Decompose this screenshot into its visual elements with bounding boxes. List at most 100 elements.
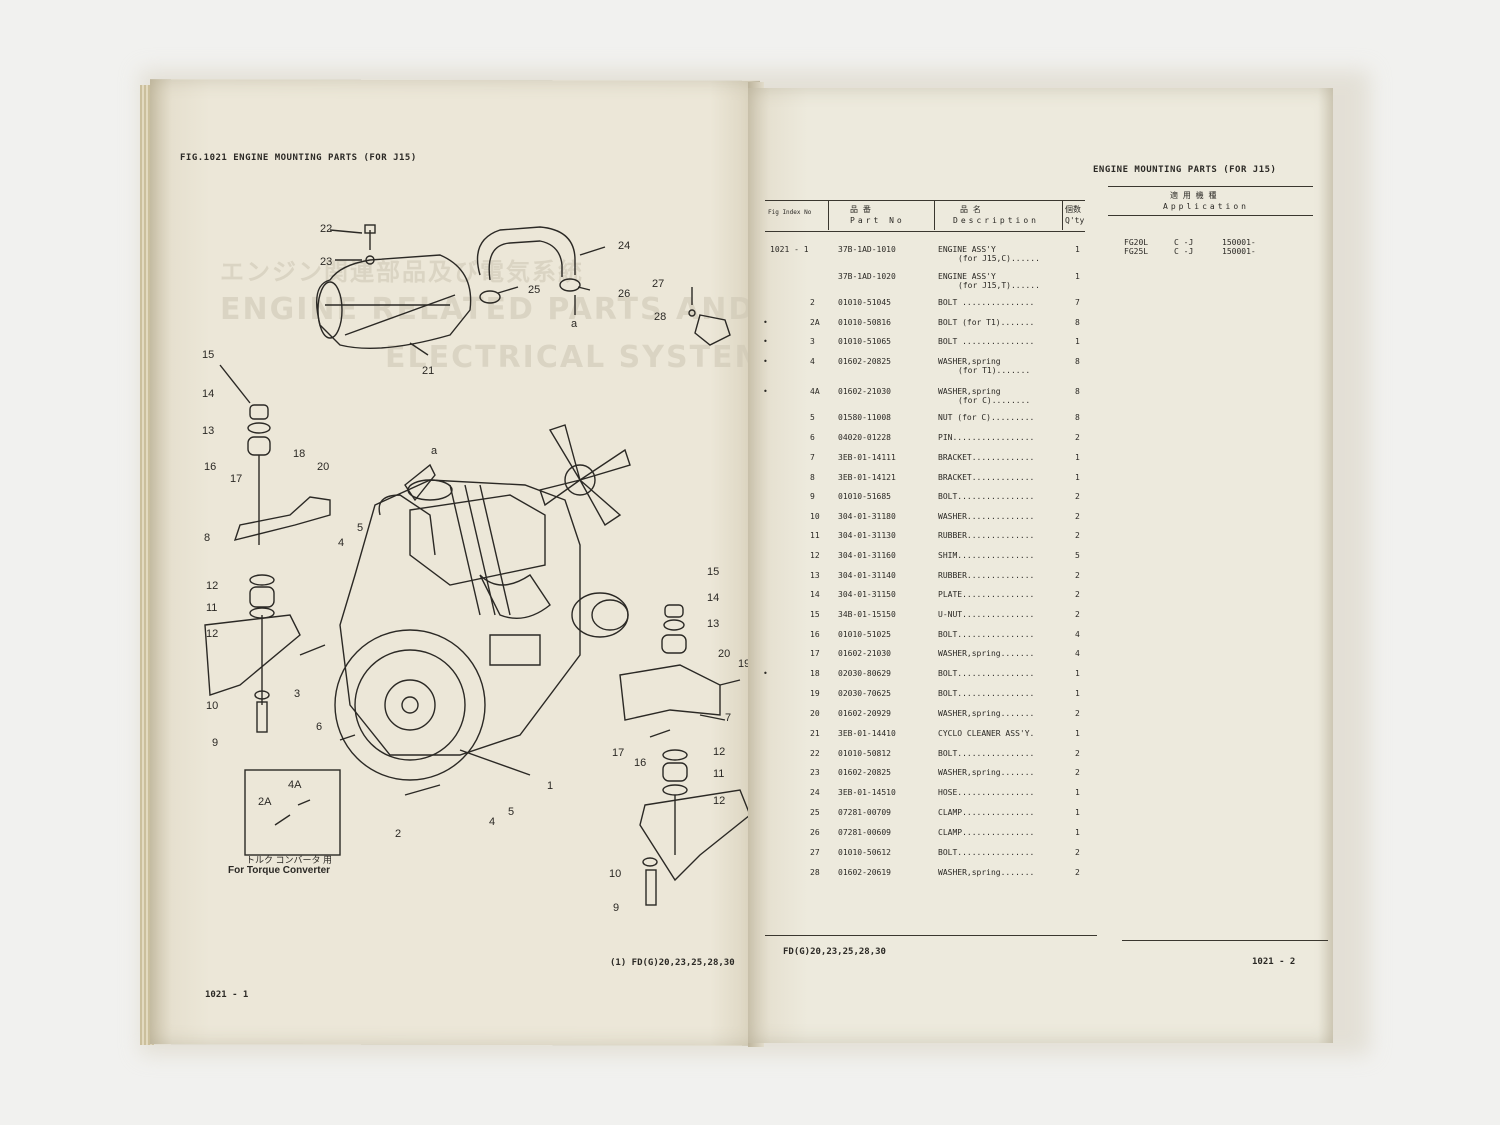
callout-17-left: 17: [230, 473, 243, 485]
app-code: C -J: [1174, 247, 1194, 256]
row-part-number: 01602-21030: [838, 649, 891, 658]
callout-10-right: 10: [609, 868, 622, 880]
row-part-number: 01602-21030: [838, 387, 891, 396]
row-description: PLATE...............: [938, 590, 1035, 599]
callout-14-right: 14: [707, 592, 720, 604]
callout-25: 25: [528, 284, 541, 296]
row-quantity: 1: [1075, 453, 1080, 462]
row-part-number: 3EB-01-14111: [838, 453, 896, 462]
row-bullet: •: [763, 387, 768, 396]
row-index: 12: [810, 551, 820, 560]
row-quantity: 1: [1075, 272, 1080, 281]
row-quantity: 2: [1075, 531, 1080, 540]
application-header: 適 用 機 種 Application: [1108, 186, 1313, 216]
application-bottom-rule: [1122, 940, 1328, 941]
callout-13-right: 13: [707, 618, 720, 630]
row-part-number: 07281-00709: [838, 808, 891, 817]
row-quantity: 2: [1075, 433, 1080, 442]
row-quantity: 1: [1075, 337, 1080, 346]
row-bullet: •: [763, 669, 768, 678]
row-quantity: 1: [1075, 828, 1080, 837]
callout-2a: 2A: [258, 796, 272, 808]
row-part-number: 01010-51045: [838, 298, 891, 307]
callout-11-left: 11: [206, 602, 218, 614]
callout-8: 8: [204, 532, 211, 544]
row-quantity: 2: [1075, 610, 1080, 619]
callout-18: 18: [293, 448, 306, 460]
col-fig-index: Fig Index No: [768, 209, 812, 216]
row-description: BOLT ...............: [938, 298, 1035, 307]
row-quantity: 2: [1075, 749, 1080, 758]
callout-26: 26: [618, 288, 631, 300]
app-serial: 150001-: [1222, 238, 1256, 247]
row-part-number: 02030-80629: [838, 669, 891, 678]
row-part-number: 304-01-31130: [838, 531, 896, 540]
row-index: 4: [810, 357, 815, 366]
row-index: 28: [810, 868, 820, 877]
row-description: ENGINE ASS'Y: [938, 245, 996, 254]
row-part-number: 3EB-01-14410: [838, 729, 896, 738]
row-description-cont: (for J15,T)......: [958, 281, 1040, 290]
row-quantity: 1: [1075, 669, 1080, 678]
parts-table-header: Fig Index No 品 番 Part No 品 名 Description…: [765, 200, 1085, 232]
row-description: HOSE................: [938, 788, 1035, 797]
callout-6: 6: [316, 721, 323, 733]
row-quantity: 8: [1075, 318, 1080, 327]
row-index: 5: [810, 413, 815, 422]
col-description-jp: 品 名: [960, 205, 981, 214]
row-part-number: 37B-1AD-1020: [838, 272, 896, 281]
app-code: C -J: [1174, 238, 1194, 247]
row-quantity: 8: [1075, 413, 1080, 422]
col-part-no: Part No: [850, 216, 905, 225]
callout-23: 23: [320, 256, 333, 268]
app-serial: 150001-: [1222, 247, 1256, 256]
col-qty-jp: 個数: [1065, 205, 1081, 214]
inset-caption: For Torque Converter: [228, 865, 331, 876]
row-bullet: •: [763, 357, 768, 366]
row-part-number: 04020-01228: [838, 433, 891, 442]
callout-2: 2: [395, 828, 402, 840]
row-description: WASHER,spring: [938, 387, 1001, 396]
callout-11-right: 11: [713, 768, 725, 780]
app-model: FG20L: [1124, 238, 1149, 247]
clamp-drawing: [559, 278, 581, 292]
row-part-number: 01602-20825: [838, 768, 891, 777]
row-part-number: 37B-1AD-1010: [838, 245, 896, 254]
row-part-number: 3EB-01-14121: [838, 473, 896, 482]
left-page-number: 1021 - 1: [205, 990, 249, 1000]
callout-15-left: 15: [202, 349, 215, 361]
row-description: BOLT (for T1).......: [938, 318, 1035, 327]
callout-20-right: 20: [718, 648, 731, 660]
row-description-cont: (for J15,C)......: [958, 254, 1040, 263]
row-quantity: 1: [1075, 808, 1080, 817]
row-quantity: 8: [1075, 387, 1080, 396]
row-quantity: 1: [1075, 689, 1080, 698]
row-description: BOLT................: [938, 848, 1035, 857]
callout-3: 3: [294, 688, 301, 700]
row-description: BOLT................: [938, 749, 1035, 758]
row-description: CYCLO CLEANER ASS'Y.: [938, 729, 1035, 738]
row-description: RUBBER..............: [938, 531, 1035, 540]
left-page-header: FIG.1021 ENGINE MOUNTING PARTS (FOR J15): [180, 153, 417, 163]
row-part-number: 01010-51025: [838, 630, 891, 639]
row-bullet: •: [763, 318, 768, 327]
callout-24: 24: [618, 240, 631, 252]
row-part-number: 01602-20929: [838, 709, 891, 718]
ghost-text-line1: ENGINE RELATED PARTS AND: [220, 292, 756, 327]
callout-4-lower: 4: [489, 816, 496, 828]
callout-20-left: 20: [317, 461, 330, 473]
row-quantity: 1: [1075, 788, 1080, 797]
row-description: BOLT ...............: [938, 337, 1035, 346]
application-header-label: Application: [1163, 202, 1249, 211]
row-index: 4A: [810, 387, 820, 396]
callout-16-right: 16: [634, 757, 647, 769]
row-description: SHIM................: [938, 551, 1035, 560]
engine-exploded-diagram: [204, 224, 750, 906]
callout-12-left: 12: [206, 580, 219, 592]
row-bullet: •: [763, 337, 768, 346]
row-index: 17: [810, 649, 820, 658]
callout-12-right-lower: 12: [713, 795, 726, 807]
row-quantity: 4: [1075, 630, 1080, 639]
row-description: BRACKET.............: [938, 453, 1035, 462]
row-index: 15: [810, 610, 820, 619]
